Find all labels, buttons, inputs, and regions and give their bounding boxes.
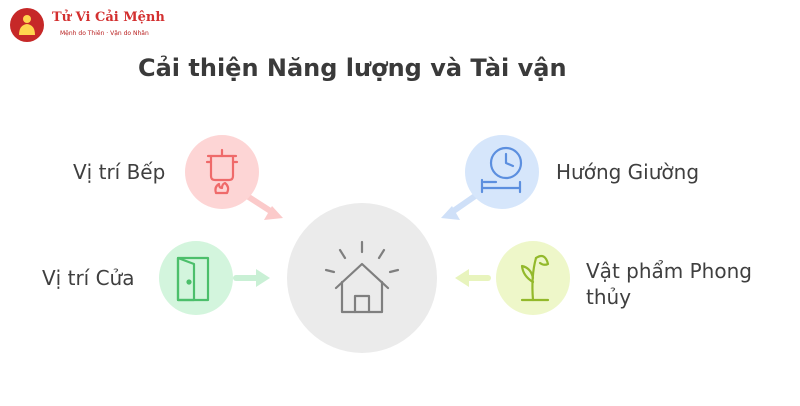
door-circle	[159, 241, 233, 315]
arrowhead-fengshui	[455, 269, 469, 287]
bed-circle	[465, 135, 539, 209]
cooking-pot-icon	[205, 148, 239, 195]
logo-badge	[10, 8, 44, 42]
page-title: Cải thiện Năng lượng và Tài vận	[138, 54, 567, 82]
arrowhead-door	[256, 269, 270, 287]
label-door: Vị trí Cửa	[42, 266, 135, 290]
door-icon	[176, 256, 210, 302]
arrowhead-kitchen	[264, 206, 283, 220]
kitchen-circle	[185, 135, 259, 209]
clock-bed-icon	[480, 146, 523, 194]
logo-title: Tử Vi Cải Mệnh	[52, 10, 165, 25]
logo: Tử Vi Cải Mệnh Mệnh do Thiên · Vận do Nh…	[10, 8, 165, 48]
wilting-plant-icon	[520, 254, 550, 302]
label-bed: Hướng Giường	[556, 160, 700, 184]
arrowhead-bed	[441, 206, 460, 220]
buddha-icon	[19, 15, 35, 35]
label-kitchen: Vị trí Bếp	[73, 160, 166, 184]
connector-bed	[449, 191, 481, 215]
label-fengshui: Vật phẩm Phong thủy	[586, 259, 752, 309]
house-icon	[324, 240, 400, 314]
logo-subtitle: Mệnh do Thiên · Vận do Nhân	[60, 30, 149, 37]
center-circle	[287, 203, 437, 353]
